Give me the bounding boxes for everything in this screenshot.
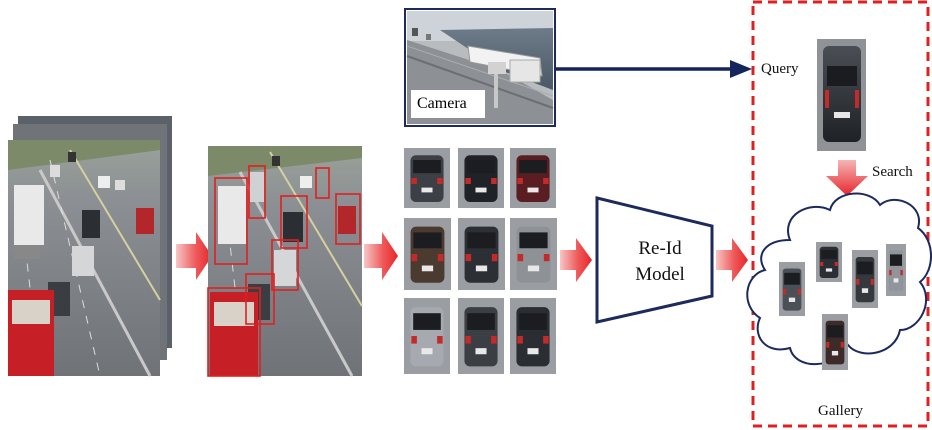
vehicle-crop-5 (458, 218, 505, 290)
video-frame-stack (8, 116, 172, 377)
detection-boxes (207, 165, 361, 377)
detection-frame (207, 146, 363, 377)
gallery-car-3 (852, 250, 878, 308)
gallery-label: Gallery (818, 403, 863, 419)
vehicle-crops-grid (404, 148, 557, 374)
vehicle-crop-7 (404, 298, 450, 374)
reid-model-block (595, 196, 714, 324)
flow-arrow-1 (176, 232, 212, 280)
vehicle-crop-6 (510, 218, 557, 290)
search-label: Search (872, 164, 913, 180)
vehicle-crop-3 (510, 148, 556, 208)
vehicle-crop-2 (458, 148, 504, 208)
query-image (817, 39, 866, 151)
traffic-frame-1 (8, 140, 161, 377)
gallery-car-2 (816, 242, 842, 282)
flow-arrow-4 (716, 238, 748, 282)
camera-label: Camera (411, 90, 485, 118)
reid-model-label-line2: Model (635, 264, 685, 285)
vehicle-crop-4 (404, 218, 451, 290)
reid-model-label: Re-Id Model (600, 236, 720, 288)
gallery-images (779, 242, 906, 370)
vehicle-crop-1 (404, 148, 450, 208)
vehicle-crop-8 (458, 298, 504, 374)
reid-model-label-line1: Re-Id (638, 238, 682, 259)
gallery-car-4 (886, 244, 906, 296)
query-label: Query (761, 61, 799, 77)
vehicle-crop-9 (510, 298, 556, 374)
gallery-car-5 (822, 314, 848, 370)
camera-to-query-arrow (556, 60, 752, 78)
gallery-car-1 (779, 262, 805, 316)
flow-arrow-2 (364, 232, 398, 280)
flow-arrow-3 (560, 238, 592, 282)
search-arrow (826, 160, 868, 196)
